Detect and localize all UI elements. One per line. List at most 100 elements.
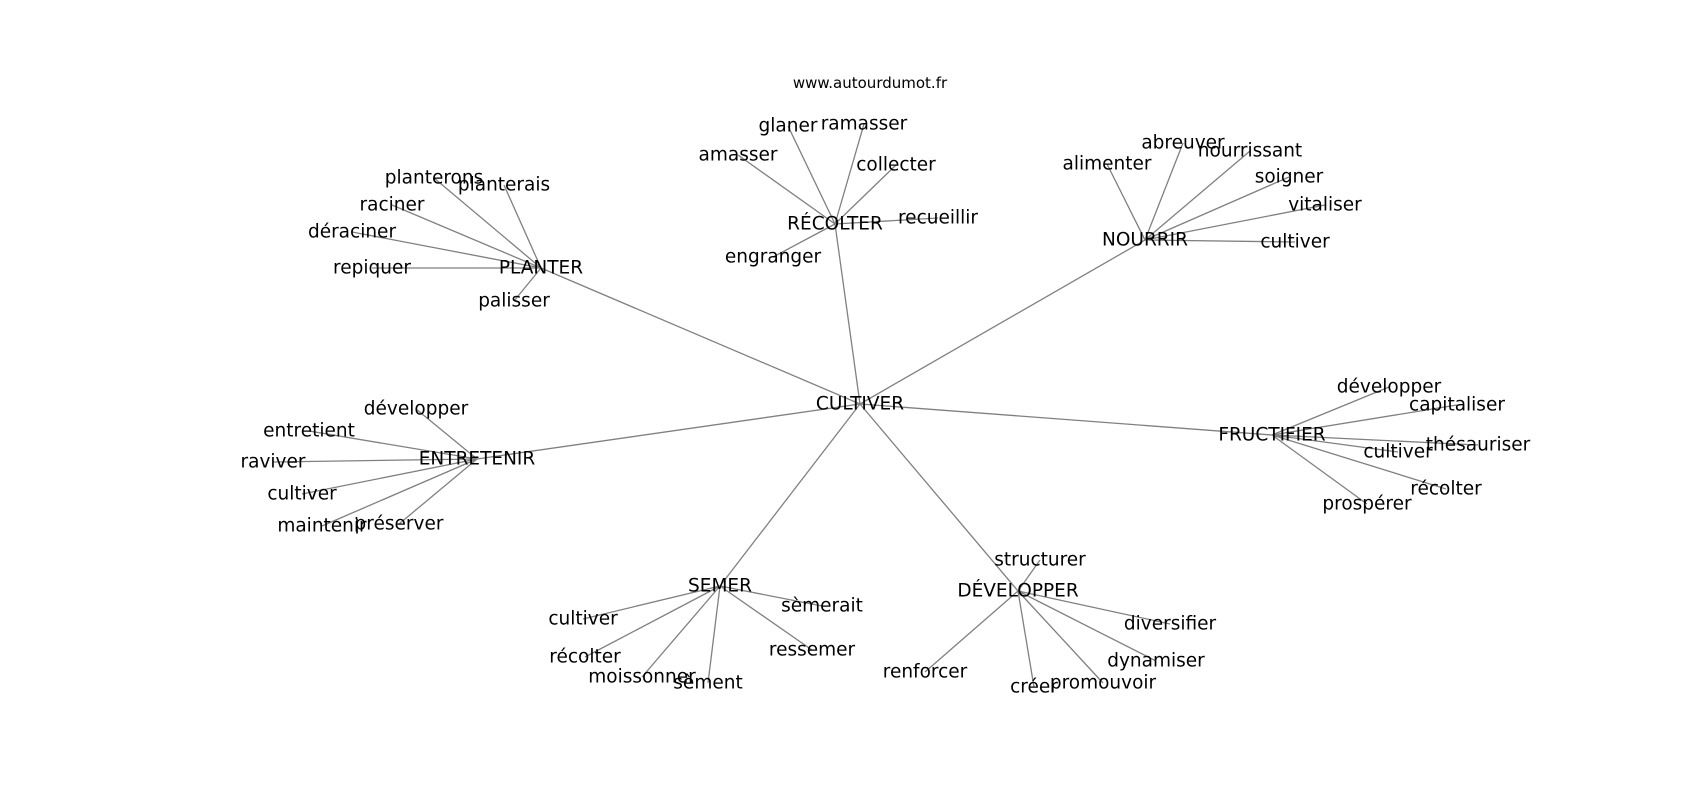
- edge-center-fructifier: [859, 403, 1273, 436]
- edge-developper-promouvoir: [1017, 590, 1104, 684]
- group-node-nourrir: NOURRIR: [1102, 230, 1188, 251]
- edge-semer-cultiver: [582, 585, 721, 620]
- leaf-node-developper-dynamiser: dynamiser: [1107, 651, 1205, 672]
- leaf-node-fructifier-cultiver: cultiver: [1363, 442, 1433, 463]
- edge-center-nourrir: [859, 239, 1146, 405]
- edge-nourrir-soigner: [1144, 176, 1290, 241]
- edge-recolter-amasser: [737, 154, 836, 225]
- edge-recolter-engranger: [772, 223, 836, 258]
- leaf-node-semer-ressemer: ressemer: [769, 640, 856, 661]
- leaf-node-semer-semerait: sèmerait: [781, 596, 863, 617]
- leaf-node-nourrir-vitaliser: vitaliser: [1288, 195, 1362, 216]
- edge-recolter-recueillir: [834, 217, 939, 225]
- edge-nourrir-vitaliser: [1144, 204, 1326, 241]
- edge-entretenir-raviver: [272, 458, 478, 463]
- group-node-recolter: RÉCOLTER: [787, 213, 883, 235]
- edge-entretenir-developper: [415, 408, 478, 460]
- leaf-node-semer-recolter: récolter: [549, 647, 621, 668]
- leaf-node-entretenir-developper: développer: [364, 399, 469, 420]
- edge-developper-dynamiser: [1017, 590, 1157, 662]
- leaf-node-developper-diversifier: diversifier: [1124, 614, 1217, 635]
- leaf-node-planter-palisser: palisser: [478, 291, 550, 312]
- group-node-fructifier: FRUCTIFIER: [1218, 425, 1325, 446]
- edge-recolter-glaner: [787, 125, 836, 225]
- leaf-node-developper-renforcer: renforcer: [883, 662, 968, 683]
- leaf-node-recolter-engranger: engranger: [725, 247, 822, 268]
- leaf-node-semer-moissonner: moissonner: [588, 667, 696, 688]
- graph-edges: [272, 123, 1479, 688]
- leaf-node-nourrir-alimenter: alimenter: [1063, 154, 1152, 175]
- source-url: www.autourdumot.fr: [793, 74, 948, 92]
- edge-fructifier-developper: [1271, 386, 1390, 436]
- leaf-node-nourrir-cultiver: cultiver: [1260, 232, 1330, 253]
- group-node-entretenir: ENTRETENIR: [419, 449, 536, 470]
- edge-center-entretenir: [476, 403, 861, 460]
- edge-entretenir-entretient: [308, 430, 478, 460]
- edge-semer-ressemer: [719, 585, 813, 651]
- edge-developper-creer: [1017, 590, 1035, 688]
- edge-planter-deraciner: [351, 231, 542, 269]
- leaf-node-fructifier-developper: développer: [1337, 377, 1442, 398]
- leaf-node-developper-structurer: structurer: [994, 550, 1086, 571]
- leaf-node-planter-planterons: planterons: [385, 168, 483, 189]
- edge-planter-planterais: [503, 184, 542, 269]
- leaf-node-recolter-glaner: glaner: [759, 116, 818, 137]
- edge-recolter-collecter: [834, 164, 897, 225]
- edge-nourrir-abreuver: [1144, 142, 1184, 241]
- edge-semer-semerait: [719, 585, 823, 607]
- leaf-node-recolter-amasser: amasser: [699, 145, 778, 166]
- edge-nourrir-nourrissant: [1144, 150, 1251, 241]
- leaf-node-planter-raciner: raciner: [360, 195, 425, 216]
- leaf-node-developper-promouvoir: promouvoir: [1050, 673, 1157, 694]
- edge-fructifier-capitaliser: [1271, 404, 1458, 436]
- edge-center-developper: [859, 403, 1019, 592]
- edge-recolter-ramasser: [834, 123, 865, 225]
- edge-entretenir-maintenir: [321, 458, 478, 527]
- leaf-node-recolter-recueillir: recueillir: [898, 208, 978, 229]
- leaf-node-planter-repiquer: repiquer: [333, 258, 411, 279]
- leaf-node-entretenir-entretient: entretient: [263, 421, 355, 442]
- leaf-node-fructifier-capitaliser: capitaliser: [1409, 395, 1505, 416]
- edge-entretenir-cultiver: [301, 458, 478, 495]
- graph-labels: www.autourdumot.fr CULTIVER RÉCOLTER glane…: [241, 74, 1531, 698]
- leaf-node-semer-cultiver: cultiver: [548, 609, 618, 630]
- leaf-node-nourrir-soigner: soigner: [1255, 167, 1324, 188]
- edge-center-recolter: [834, 223, 861, 405]
- edge-center-planter: [540, 267, 861, 405]
- edge-semer-recolter: [584, 585, 721, 658]
- edge-nourrir-alimenter: [1106, 163, 1146, 241]
- leaf-node-fructifier-thesauriser: thésauriser: [1426, 435, 1531, 456]
- edge-fructifier-thesauriser: [1271, 434, 1479, 446]
- edge-fructifier-cultiver: [1271, 434, 1399, 453]
- leaf-node-nourrir-nourrissant: nourrissant: [1198, 141, 1302, 162]
- edge-nourrir-cultiver: [1144, 239, 1296, 243]
- edge-fructifier-recolter: [1271, 434, 1447, 490]
- edge-semer-sement: [707, 585, 721, 684]
- group-node-planter: PLANTER: [499, 258, 583, 279]
- leaf-node-developper-creer: créer: [1010, 677, 1058, 698]
- leaf-node-recolter-ramasser: ramasser: [821, 114, 908, 135]
- edge-developper-diversifier: [1017, 590, 1171, 625]
- edge-semer-moissonner: [641, 585, 721, 678]
- edge-planter-raciner: [391, 204, 542, 269]
- edge-developper-renforcer: [924, 590, 1019, 673]
- edge-center-semer: [719, 403, 861, 587]
- leaf-node-fructifier-recolter: récolter: [1410, 479, 1482, 500]
- leaf-node-nourrir-abreuver: abreuver: [1141, 133, 1225, 154]
- leaf-node-planter-deraciner: déraciner: [308, 222, 396, 243]
- group-node-developper: DÉVELOPPER: [957, 580, 1078, 602]
- leaf-node-recolter-collecter: collecter: [856, 155, 936, 176]
- leaf-node-entretenir-maintenir: maintenir: [277, 516, 367, 537]
- edge-planter-palisser: [513, 267, 542, 302]
- leaf-node-entretenir-cultiver: cultiver: [267, 484, 337, 505]
- leaf-node-entretenir-preserver: préserver: [355, 514, 444, 535]
- edge-planter-planterons: [433, 177, 542, 269]
- leaf-node-fructifier-prosperer: prospérer: [1322, 494, 1412, 515]
- center-node-cultiver: CULTIVER: [816, 394, 904, 415]
- edge-entretenir-preserver: [398, 458, 478, 525]
- group-node-semer: SEMER: [688, 576, 752, 597]
- edge-fructifier-prosperer: [1271, 434, 1368, 505]
- leaf-node-semer-sement: sèment: [673, 673, 742, 694]
- leaf-node-planter-planterais: planterais: [458, 175, 550, 196]
